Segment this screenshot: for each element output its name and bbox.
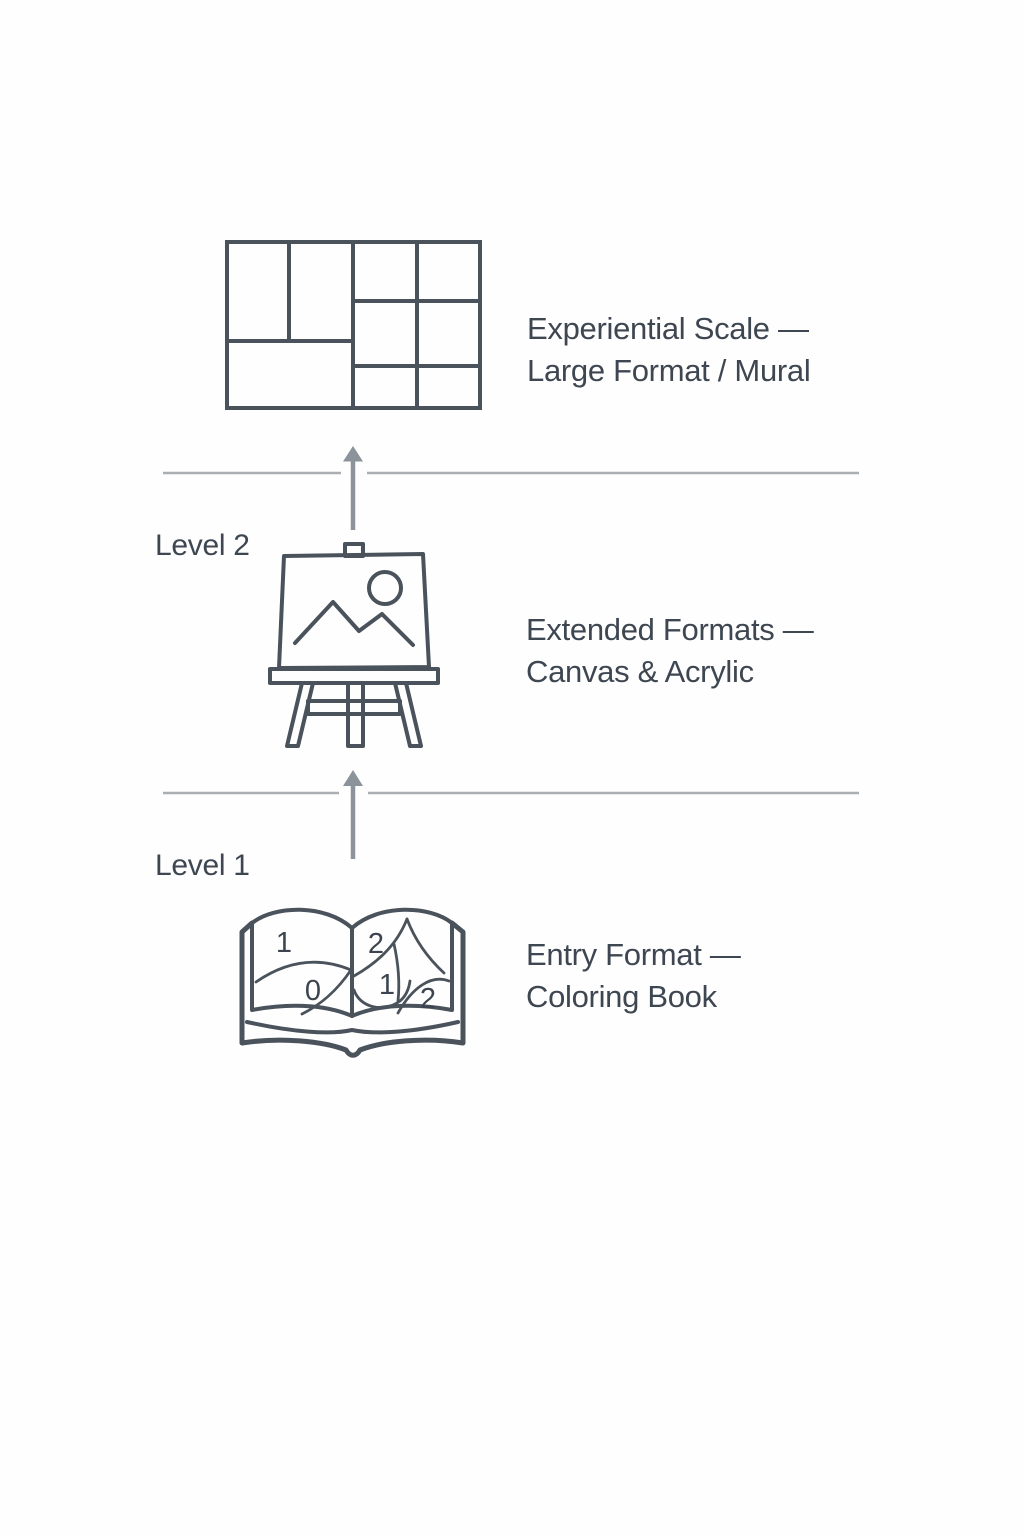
- caption-line-2: Coloring Book: [526, 979, 717, 1014]
- caption-line-2: Canvas & Acrylic: [526, 654, 754, 689]
- coloring-region-curves: [254, 917, 451, 1016]
- coloring-book-icon: 1 0 2 1 2: [239, 907, 466, 1058]
- book-number: 1: [379, 969, 395, 1001]
- book-cover: [239, 920, 466, 1058]
- caption-line-1: Entry Format —: [526, 937, 741, 972]
- lower-arrow-up-icon: [343, 770, 363, 859]
- level-1-label: Level 1: [155, 849, 250, 882]
- caption-entry-format: Entry Format — Coloring Book: [526, 934, 741, 1018]
- easel-crossbar: [306, 699, 402, 716]
- mural-grid-icon: [225, 240, 482, 410]
- sun-icon: [367, 570, 403, 606]
- easel-right-leg: [393, 681, 423, 748]
- caption-extended-formats: Extended Formats — Canvas & Acrylic: [526, 609, 814, 693]
- easel-icon: [268, 542, 440, 748]
- easel-tray: [268, 667, 440, 685]
- book-number: 2: [368, 928, 384, 960]
- upper-arrow-up-icon: [343, 446, 363, 530]
- book-page-stack: [245, 1020, 460, 1035]
- book-number: 0: [305, 975, 321, 1007]
- easel-left-leg: [285, 681, 315, 748]
- book-number: 1: [276, 927, 292, 959]
- book-number: 2: [420, 983, 436, 1015]
- easel-canvas: [277, 552, 431, 670]
- mountains-icon: [293, 600, 415, 647]
- caption-line-1: Experiential Scale —: [527, 311, 809, 346]
- coloring-numbers: 1 0 2 1 2: [276, 927, 436, 1015]
- caption-line-2: Large Format / Mural: [527, 353, 811, 388]
- caption-experiential-scale: Experiential Scale — Large Format / Mura…: [527, 308, 811, 392]
- caption-line-1: Extended Formats —: [526, 612, 814, 647]
- level-2-label: Level 2: [155, 529, 250, 562]
